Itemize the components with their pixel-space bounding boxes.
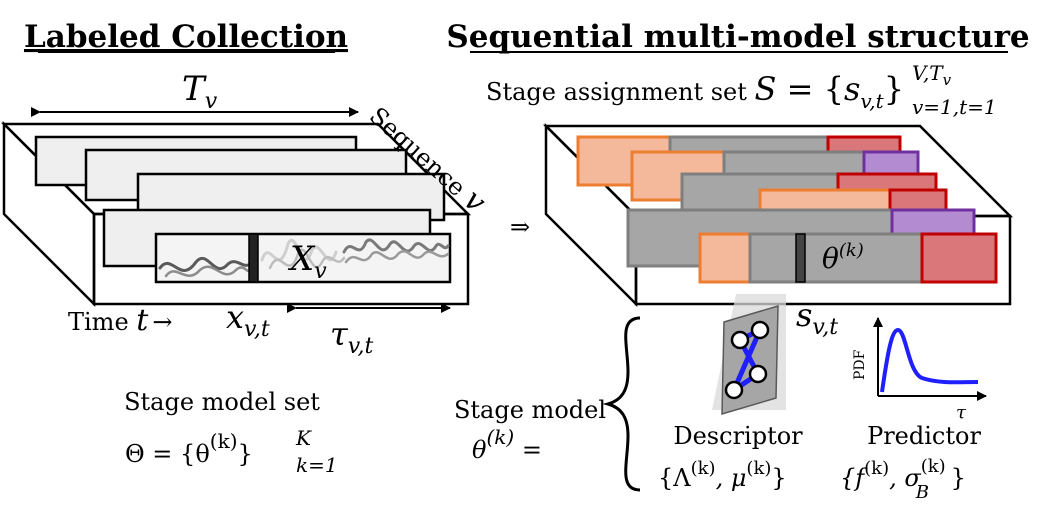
stage-model-theta: θ(k) = xyxy=(472,425,542,464)
current-time-marker xyxy=(248,233,259,283)
predictor-title: Predictor xyxy=(867,422,981,450)
stage-blocks xyxy=(576,135,998,284)
left-panel-title: Labeled Collection xyxy=(24,19,348,55)
current-stage-marker xyxy=(795,233,806,283)
assignment-lower: v=1,t=1 xyxy=(912,95,997,119)
right-panel-title: Sequential multi-model structure xyxy=(446,19,1029,55)
predictor-pdf-plot: PDF τ xyxy=(852,317,987,423)
descriptor-title: Descriptor xyxy=(673,422,803,450)
assignment-set: Stage assignment set S = {sv,t} xyxy=(486,70,904,113)
stage-s-label: sv,t xyxy=(796,296,838,340)
tau-axis-label: τ xyxy=(956,402,967,423)
sequence-sheets xyxy=(34,135,452,284)
stage-block-orange xyxy=(698,232,752,284)
pdf-axis-label: PDF xyxy=(852,349,868,380)
predictor-formula: {f(k), σ(k)B } xyxy=(840,456,966,503)
stage-model-brace xyxy=(602,316,641,492)
stage-model-label: Stage model xyxy=(454,396,606,424)
length-label: Tv xyxy=(182,69,218,114)
model-set-formula: Θ = {θ(k)} xyxy=(125,429,253,468)
model-set-upper: K xyxy=(295,426,312,450)
pdf-curve xyxy=(880,327,979,393)
left-panel: Labeled Collection Tv xyxy=(0,19,493,477)
model-set-lower: k=1 xyxy=(296,453,338,477)
point-label: xv,t xyxy=(226,298,270,342)
transition-arrow: ⇒ xyxy=(510,213,530,241)
descriptor-formula: {Λ(k), μ(k)} xyxy=(658,458,787,492)
stage-block-red xyxy=(920,232,998,284)
assignment-upper: V,Tv xyxy=(912,61,952,89)
time-label: Time t→ xyxy=(68,303,172,338)
signal-label: Xv xyxy=(287,239,327,284)
model-set-title: Stage model set xyxy=(124,388,320,416)
descriptor-graph xyxy=(721,304,779,416)
right-panel: Sequential multi-model structure Stage a… xyxy=(446,19,1029,503)
remaining-label: τv,t xyxy=(330,315,374,359)
block-theta-label: θ(k) xyxy=(822,240,864,275)
signal-waveform xyxy=(158,238,450,278)
